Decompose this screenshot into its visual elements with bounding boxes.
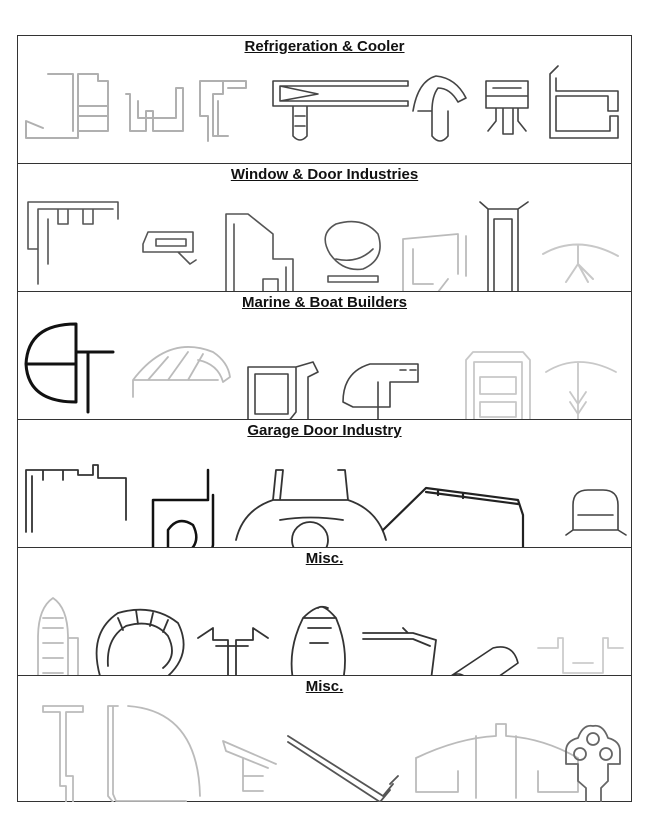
profile-shape [291,521,329,548]
profile-shape [449,646,519,676]
profile-shape [151,468,215,548]
profile-shape [565,489,627,536]
section-marine-boat-builders: Marine & Boat Builders [18,291,631,420]
section-profiles [27,201,619,292]
section-title: Window & Door Industries [230,166,419,183]
profile-shape [542,243,619,283]
profile-shape [235,469,387,541]
profile-shape [132,346,231,398]
profile-shape [95,608,185,676]
section-profiles [25,65,619,142]
section-misc-1: Misc. [18,547,631,676]
profile-shape [465,351,531,420]
section-garage-door-industry: Garage Door Industry [18,419,631,548]
profile-shape [107,705,201,802]
profile-shape [199,80,247,142]
section-title: Garage Door Industry [247,422,402,439]
profile-shape [27,201,119,285]
section-title: Refrigeration & Cooler [244,38,405,55]
profile-shape [415,723,579,799]
profile-shape [599,747,613,761]
section-profiles [42,705,621,802]
profile-shape [287,735,399,802]
profile-shape [485,80,529,135]
profile-shape [42,705,84,802]
profile-shape [24,322,115,414]
profiles-catalog-sheet: Refrigeration & Cooler Window & Door Ind… [17,35,632,802]
profile-shape [549,65,619,139]
profile-shape [537,637,624,674]
profile-shape [479,201,529,292]
profile-shape [25,73,109,139]
profile-shape [412,75,467,142]
section-misc-2: Misc. [18,675,631,802]
profile-shape [37,597,79,676]
profile-shape [573,747,587,761]
profile-shape [545,361,617,420]
section-title: Misc. [305,550,344,567]
section-title: Misc. [305,678,344,695]
profile-shape [225,213,294,292]
profile-shape [381,486,525,548]
section-profiles [25,464,627,548]
profile-shape [342,363,419,420]
profile-shape [586,732,600,746]
profile-shape [565,724,621,802]
profile-shape [197,627,269,676]
section-refrigeration-cooler: Refrigeration & Cooler [18,36,631,163]
profile-shape [247,361,319,420]
profile-shape [25,464,127,533]
section-title: Marine & Boat Builders [241,294,408,311]
profile-shape [450,673,466,676]
profile-shape [222,740,277,792]
section-window-door-industries: Window & Door Industries [18,163,631,292]
section-profiles [24,322,617,420]
profile-shape [362,627,437,676]
profile-shape [125,87,184,132]
profile-shape [402,233,467,292]
profile-shape [272,80,409,141]
profile-shape [290,605,346,676]
profile-shape [142,231,197,265]
profile-shape [324,220,381,283]
section-profiles [37,597,624,676]
